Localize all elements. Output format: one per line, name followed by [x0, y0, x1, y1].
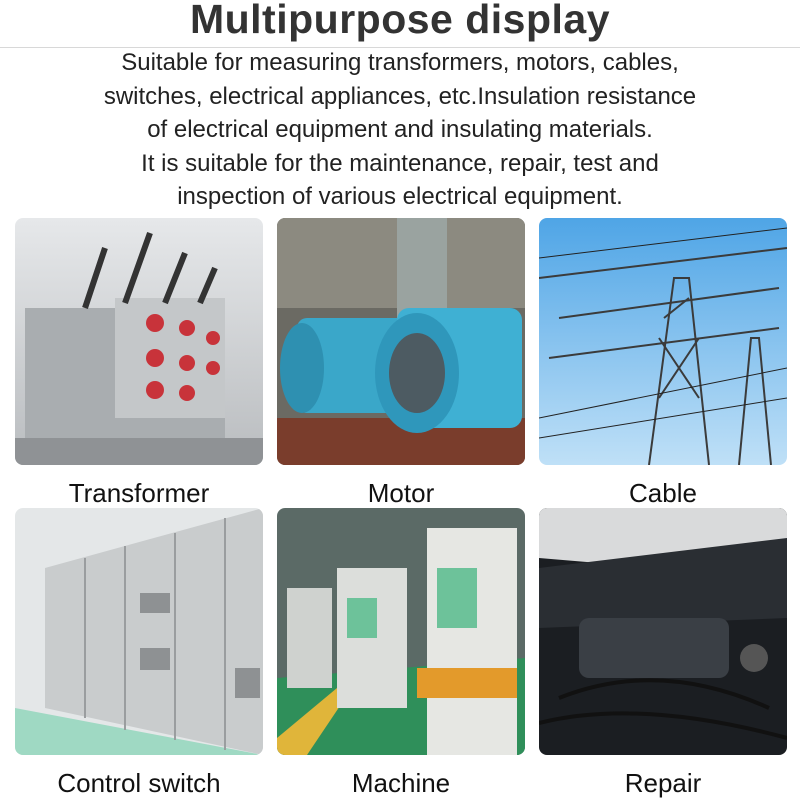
motor-label: Motor [367, 478, 435, 508]
description-line: It is suitable for the maintenance, repa… [141, 149, 659, 177]
description-line: Suitable for measuring transformers, mot… [121, 49, 679, 76]
transformer-label: Transformer [68, 478, 210, 508]
cable-label: Cable [629, 478, 697, 508]
description: Suitable for measuring transformers, mot… [0, 46, 800, 214]
motor-image [277, 218, 525, 465]
description-line: of electrical equipment and insulating m… [147, 116, 653, 143]
divider [0, 47, 800, 48]
control-switch-image [15, 508, 263, 755]
cable-image [539, 218, 787, 465]
transformer-image [15, 218, 263, 465]
control-switch-label: Control switch [57, 768, 221, 798]
repair-image [539, 508, 787, 755]
description-line: switches, electrical appliances, etc.Ins… [103, 82, 697, 110]
page-title: Multipurpose display [189, 0, 611, 42]
description-line: inspection of various electrical equipme… [177, 183, 623, 210]
machine-label: Machine [351, 768, 451, 798]
repair-label: Repair [624, 768, 702, 798]
machine-image [277, 508, 525, 755]
